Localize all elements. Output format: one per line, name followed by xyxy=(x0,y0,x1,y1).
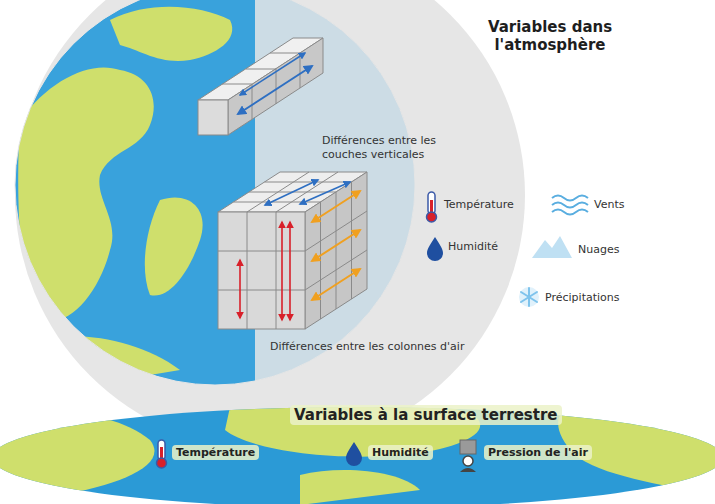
variable-label: Humidité xyxy=(448,240,498,254)
drop-icon xyxy=(427,237,443,261)
variable-label: Température xyxy=(172,445,259,460)
grid-cube xyxy=(218,172,367,329)
band-heading: Variables à la surface terrestre xyxy=(290,405,562,425)
variable-label: Pression de l'air xyxy=(484,445,592,460)
variable-label: Précipitations xyxy=(545,291,620,305)
wind-icon xyxy=(552,196,588,215)
note: Différences entre les colonnes d'air xyxy=(270,340,464,354)
variable-label: Humidité xyxy=(368,445,433,460)
air-column xyxy=(198,38,323,135)
thermometer-icon xyxy=(427,192,437,222)
variable-label: Nuages xyxy=(578,243,619,257)
variable-label: Température xyxy=(444,198,514,212)
heading: Variables dans l'atmosphère xyxy=(475,18,625,54)
note: Différences entre les couches verticales xyxy=(322,134,472,162)
snowflake-icon xyxy=(519,287,539,307)
atmosphere-disc xyxy=(15,0,525,450)
cloud-icon xyxy=(532,236,572,258)
surface-band: Variables à la surface terrestreTempérat… xyxy=(0,395,715,504)
variable-label: Vents xyxy=(594,198,624,212)
